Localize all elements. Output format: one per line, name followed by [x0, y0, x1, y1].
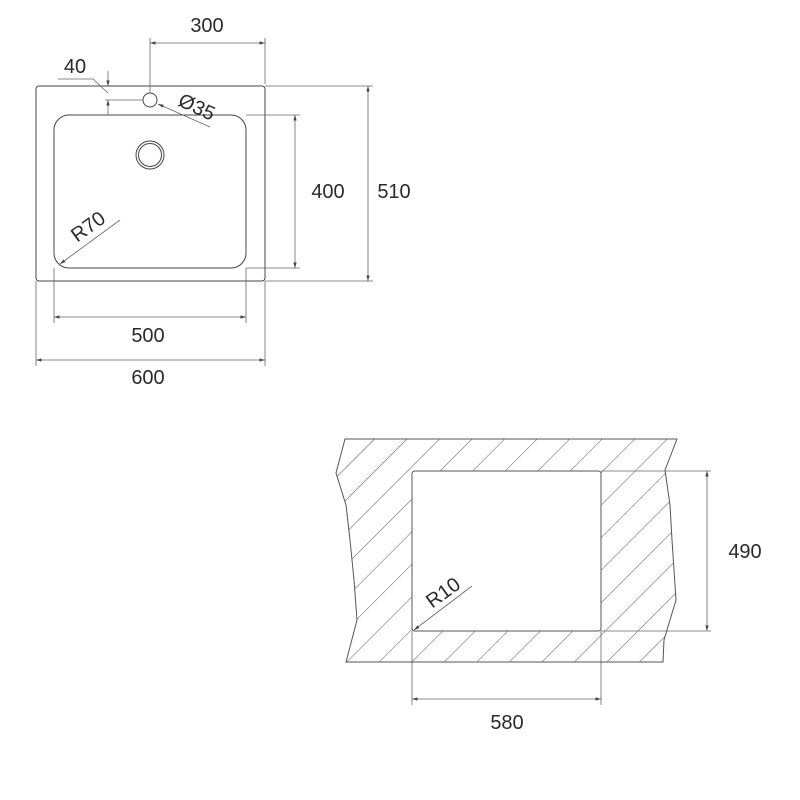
dimension-total-depth: 510 — [265, 85, 411, 282]
dimension-bowl-depth: 400 — [246, 114, 345, 269]
countertop-hatched — [335, 438, 678, 663]
dimension-bowl-width: 500 — [53, 268, 247, 347]
dim-label-40: 40 — [64, 56, 86, 78]
dimension-total-width: 600 — [35, 281, 266, 389]
dim-label-510: 510 — [377, 181, 410, 203]
dim-label-500: 500 — [131, 325, 164, 347]
drain-icon — [135, 140, 165, 170]
dimension-tap-hole: Ø35 — [157, 90, 219, 128]
dimension-cutout-radius: R10 — [413, 573, 473, 631]
sink-outline — [35, 85, 266, 282]
dim-label-r70: R70 — [67, 207, 110, 246]
bowl-outline — [53, 114, 247, 269]
dimension-bowl-radius: R70 — [59, 207, 121, 265]
dim-label-600: 600 — [131, 367, 164, 389]
dimension-cutout-depth: 490 — [601, 470, 762, 632]
dim-label-490: 490 — [728, 541, 761, 563]
dimension-cutout-width: 580 — [411, 631, 602, 734]
dim-label-580: 580 — [490, 712, 523, 734]
dim-label-400: 400 — [311, 181, 344, 203]
dimension-tap-edge: 40 — [58, 56, 143, 115]
dimension-tap-offset: 300 — [149, 15, 266, 93]
dim-label-r10: R10 — [422, 573, 465, 612]
cutout-view: 490 580 R10 — [335, 438, 762, 734]
tap-hole — [142, 92, 158, 108]
dim-label-35: Ø35 — [175, 90, 219, 126]
dim-label-300: 300 — [190, 15, 223, 37]
sink-top-view: 300 40 Ø35 400 510 — [35, 15, 411, 389]
